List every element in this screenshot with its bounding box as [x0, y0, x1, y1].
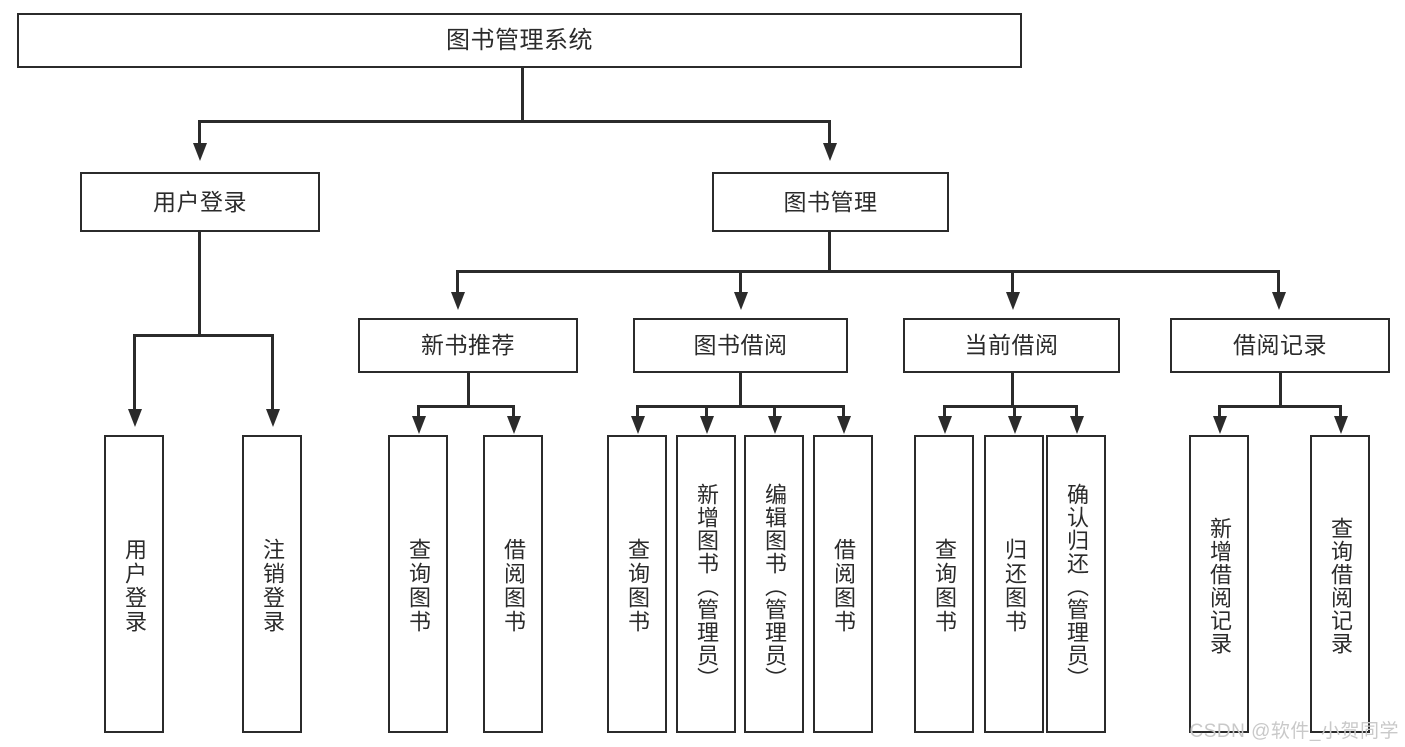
connector-user-login-drop-1 [133, 334, 136, 411]
connector-bb-drop-3 [773, 405, 776, 418]
arrowhead-cb-leaf-2 [1007, 416, 1022, 434]
connector-bm-drop-1 [456, 270, 459, 294]
connector-user-login-stem [198, 232, 201, 336]
node-borrow-record[interactable]: 借阅记录 [1170, 318, 1390, 373]
arrowhead-bb-leaf-1 [630, 416, 645, 434]
node-new-book-recommend[interactable]: 新书推荐 [358, 318, 578, 373]
node-root-book-management-system[interactable]: 图书管理系统 [17, 13, 1022, 68]
node-label: 查询图书 [931, 538, 957, 634]
arrowhead-to-new-book-recommend [450, 292, 465, 310]
connector-bm-drop-3 [1011, 270, 1014, 294]
node-label: 新增图书（管理员） [693, 482, 719, 690]
leaf-bb-borrow-book[interactable]: 借阅图书 [813, 435, 873, 733]
leaf-cb-confirm-return-admin[interactable]: 确认归还（管理员） [1046, 435, 1106, 733]
node-label: 借阅图书 [500, 538, 526, 634]
arrowhead-to-user-login-leaf [127, 409, 142, 427]
node-label: 图书借阅 [693, 332, 788, 359]
connector-user-login-bus [133, 334, 273, 337]
leaf-logout[interactable]: 注销登录 [242, 435, 302, 733]
node-label: 当前借阅 [964, 332, 1059, 359]
leaf-cb-query-book[interactable]: 查询图书 [914, 435, 974, 733]
connector-nbr-drop-1 [417, 405, 420, 418]
node-label: 借阅记录 [1233, 332, 1327, 359]
arrowhead-to-borrow-record [1271, 292, 1286, 310]
node-user-login[interactable]: 用户登录 [80, 172, 320, 232]
arrowhead-bb-leaf-3 [767, 416, 782, 434]
connector-user-login-drop-2 [271, 334, 274, 411]
leaf-nbr-query-book[interactable]: 查询图书 [388, 435, 448, 733]
node-label: 编辑图书（管理员） [761, 482, 787, 690]
connector-bm-drop-4 [1277, 270, 1280, 294]
arrowhead-bb-leaf-2 [699, 416, 714, 434]
leaf-cb-return-book[interactable]: 归还图书 [984, 435, 1044, 733]
connector-book-management-stem [828, 232, 831, 272]
node-label: 查询图书 [405, 538, 431, 634]
node-current-borrow[interactable]: 当前借阅 [903, 318, 1120, 373]
arrowhead-br-leaf-2 [1333, 416, 1348, 434]
node-label: 图书管理 [783, 188, 878, 215]
arrowhead-br-leaf-1 [1212, 416, 1227, 434]
arrowhead-bb-leaf-4 [836, 416, 851, 434]
arrowhead-to-current-borrow [1005, 292, 1020, 310]
connector-br-drop-1 [1218, 405, 1221, 418]
leaf-nbr-borrow-book[interactable]: 借阅图书 [483, 435, 543, 733]
leaf-br-query-record[interactable]: 查询借阅记录 [1310, 435, 1370, 733]
node-label: 图书管理系统 [446, 26, 593, 54]
arrowhead-cb-leaf-1 [937, 416, 952, 434]
connector-bm-drop-2 [739, 270, 742, 294]
connector-root-drop-left [198, 120, 201, 145]
arrowhead-to-book-management [822, 143, 837, 161]
node-book-management[interactable]: 图书管理 [712, 172, 949, 232]
connector-cb-bus [943, 405, 1077, 408]
node-label: 查询借阅记录 [1327, 517, 1353, 655]
leaf-bb-query-book[interactable]: 查询图书 [607, 435, 667, 733]
node-book-borrow[interactable]: 图书借阅 [633, 318, 848, 373]
node-label: 用户登录 [121, 538, 147, 634]
connector-nbr-bus [417, 405, 515, 408]
leaf-bb-edit-book-admin[interactable]: 编辑图书（管理员） [744, 435, 804, 733]
connector-book-management-bus [456, 270, 1279, 273]
leaf-bb-add-book-admin[interactable]: 新增图书（管理员） [676, 435, 736, 733]
leaf-user-login[interactable]: 用户登录 [104, 435, 164, 733]
connector-bb-bus [636, 405, 845, 408]
connector-cb-stem [1011, 373, 1014, 407]
node-label: 新书推荐 [421, 332, 515, 359]
connector-cb-drop-1 [943, 405, 946, 418]
arrowhead-to-logout-leaf [265, 409, 280, 427]
connector-br-stem [1279, 373, 1282, 407]
connector-root-drop-right [828, 120, 831, 145]
node-label: 用户登录 [153, 188, 247, 215]
arrowhead-nbr-leaf-1 [411, 416, 426, 434]
connector-br-drop-2 [1339, 405, 1342, 418]
connector-root-stem [521, 68, 524, 122]
connector-br-bus [1218, 405, 1342, 408]
connector-nbr-drop-2 [512, 405, 515, 418]
node-label: 新增借阅记录 [1206, 517, 1232, 655]
connector-cb-drop-3 [1075, 405, 1078, 418]
node-label: 归还图书 [1001, 538, 1027, 634]
node-label: 确认归还（管理员） [1063, 482, 1089, 690]
arrowhead-to-user-login [192, 143, 207, 161]
arrowhead-to-book-borrow [733, 292, 748, 310]
node-label: 注销登录 [259, 538, 285, 634]
connector-root-bus [198, 120, 830, 123]
node-label: 查询图书 [624, 538, 650, 634]
node-label: 借阅图书 [830, 538, 856, 634]
connector-bb-drop-2 [705, 405, 708, 418]
connector-bb-drop-4 [842, 405, 845, 418]
arrowhead-cb-leaf-3 [1069, 416, 1084, 434]
connector-bb-drop-1 [636, 405, 639, 418]
connector-cb-drop-2 [1013, 405, 1016, 418]
arrowhead-nbr-leaf-2 [506, 416, 521, 434]
leaf-br-add-record[interactable]: 新增借阅记录 [1189, 435, 1249, 733]
connector-bb-stem [739, 373, 742, 407]
connector-nbr-stem [467, 373, 470, 407]
